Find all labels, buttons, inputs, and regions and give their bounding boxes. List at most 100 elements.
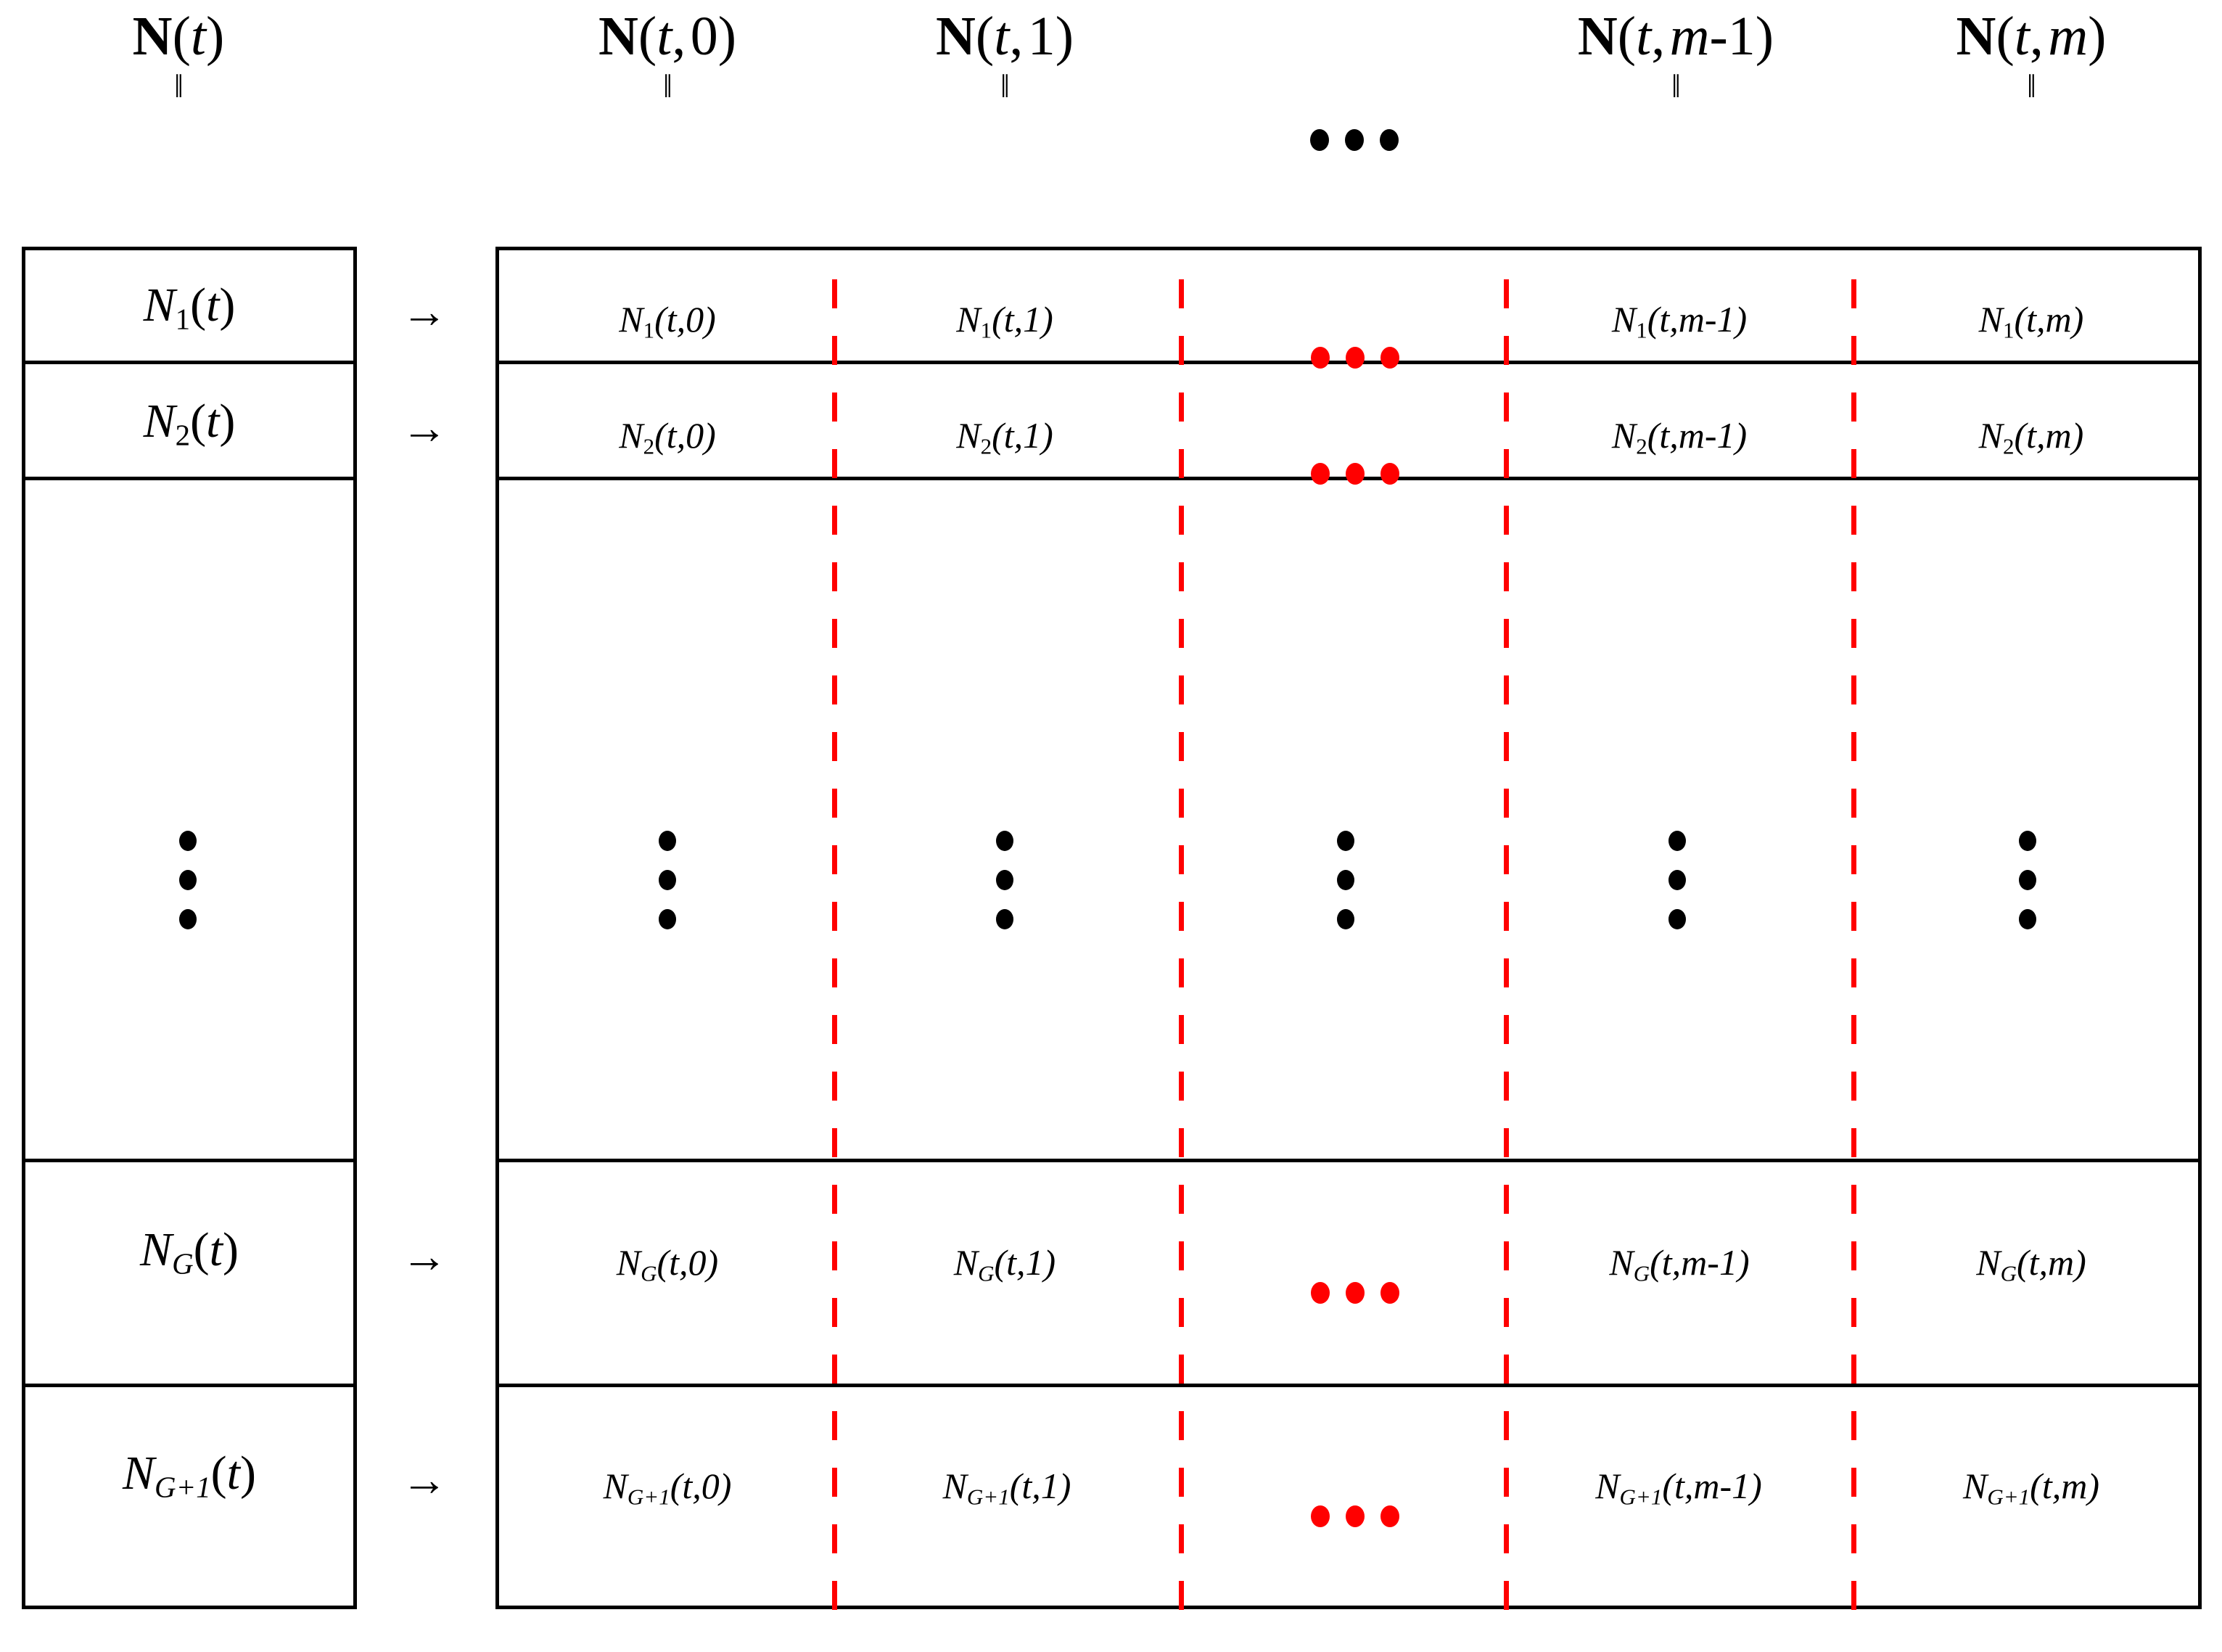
dot-3 [2019,909,2036,929]
col4-close-paren: ) [2088,6,2107,67]
map-arrow-row-G-plus-1-icon: → [401,1454,448,1505]
cell-args: (t,0) [657,1242,719,1283]
cell-subscript: G+1 [1987,1484,2030,1510]
table-cell-r1c4: N1(t,m) [1872,301,2191,342]
dot-1 [1668,831,1686,851]
col3-parallel-mark: ‖ [1671,67,1681,104]
cell-symbol: N [1611,299,1637,340]
header-arg-t: t [190,6,206,67]
col0-symbol-N: N [598,6,638,67]
col3-comma: , [1651,6,1666,67]
right-table-row-divider-3 [495,1159,2202,1162]
column-separator-dashed-3 [1504,279,1509,1614]
row1-symbol-N: N [143,279,176,332]
dot-3 [1668,909,1686,929]
table-cell-rGp1-ellipsis-icon [1311,1505,1399,1527]
cell-symbol: N [953,1242,979,1283]
row-label-G-plus-1: NG+1(t) [16,1450,363,1503]
cell-subscript: 2 [643,433,655,459]
column-separator-dashed-2 [1179,279,1184,1614]
rowG-open-paren: ( [193,1223,210,1276]
left-table-row-divider-2 [22,477,357,480]
col3-close-paren: ) [1755,6,1774,67]
rowG-arg-t: t [209,1223,223,1276]
rowG-subscript: G [172,1247,194,1281]
dot-2 [1346,1505,1365,1527]
cell-args: (t,m) [2014,299,2084,340]
map-arrow-row-G-icon: → [401,1230,448,1282]
table-cell-r2c4: N2(t,m) [1872,417,2191,458]
column-header-3: N(t, m-1) [1502,9,1850,64]
col0-open-paren: ( [638,6,657,67]
table-cell-r2c3: N2(t,m-1) [1509,417,1850,458]
dot-3 [1380,129,1399,151]
col3-open-paren: ( [1617,6,1637,67]
dot-1 [996,831,1013,851]
cell-subscript: G [2000,1260,2017,1286]
dot-2 [1337,870,1354,890]
left-table-row-divider-3 [22,1159,357,1162]
dot-1 [659,831,676,851]
table-cell-rGc4: NG(t,m) [1872,1244,2191,1285]
rowG-symbol-N: N [140,1223,173,1276]
dot-1 [1311,347,1330,369]
row2-symbol-N: N [143,395,176,448]
dot-1 [1311,1282,1330,1304]
table-cell-rGc1: NG(t,1) [845,1244,1164,1285]
map-arrow-row-2-icon: → [401,402,448,453]
dot-1 [1311,1505,1330,1527]
cell-subscript: 1 [643,317,655,343]
row1-arg-t: t [206,279,220,332]
cell-symbol: N [956,415,981,456]
dot-2 [2019,870,2036,890]
header-symbol-N: N [132,6,173,67]
cell-args: (t,m) [2016,1242,2086,1283]
col3-arg-index: m [1669,6,1710,67]
cell-subscript: 2 [980,433,992,459]
left-table-row-divider-1 [22,361,357,364]
cell-subscript: G+1 [627,1484,670,1510]
cell-args: (t,m) [2014,415,2084,456]
table-cell-r3c3-vertical-ellipsis-icon [1668,831,1686,929]
cell-symbol: N [1978,299,2004,340]
dot-1 [1337,831,1354,851]
dot-3 [179,909,197,929]
cell-subscript: G [1633,1260,1650,1286]
column-header-1: N(t, 1) [845,9,1164,64]
cell-symbol: N [942,1466,967,1506]
row-label-1: N1(t) [22,282,357,334]
header-close-paren: ) [206,6,225,67]
table-cell-rGp1c0: NG+1(t,0) [501,1468,834,1508]
cell-args: (t,m-1) [1647,415,1748,456]
dot-2 [1346,463,1365,485]
cell-subscript: 1 [2003,317,2015,343]
rowGp1-arg-t: t [226,1447,240,1500]
cell-symbol: N [1978,415,2004,456]
dot-3 [996,909,1013,929]
table-cell-rGp1c3: NG+1(t,m-1) [1505,1468,1852,1508]
dot-1 [1311,463,1330,485]
dot-1 [179,831,197,851]
rowGp1-close-paren: ) [239,1447,256,1500]
dot-2 [1668,870,1686,890]
cell-symbol: N [619,299,643,340]
column-separator-dashed-4 [1851,279,1856,1614]
cell-symbol: N [616,1242,641,1283]
cell-symbol: N [956,299,981,340]
row2-subscript: 2 [175,419,191,452]
left-header-parallel-mark: ‖ [174,67,184,104]
cell-symbol: N [603,1466,627,1506]
cell-args: (t,1) [992,299,1053,340]
dot-2 [179,870,197,890]
col0-arg-t: t [657,6,672,67]
col3-arg-t: t [1636,6,1652,67]
table-cell-rGc0: NG(t,0) [508,1244,827,1285]
table-cell-r1c0: N1(t,0) [508,301,827,342]
cell-symbol: N [1609,1242,1634,1283]
rowGp1-open-paren: ( [210,1447,227,1500]
right-table-row-divider-4 [495,1384,2202,1387]
col3-arg-suffix: -1 [1709,6,1756,67]
rowG-close-paren: ) [222,1223,239,1276]
col1-close-paren: ) [1055,6,1074,67]
dot-2 [659,870,676,890]
